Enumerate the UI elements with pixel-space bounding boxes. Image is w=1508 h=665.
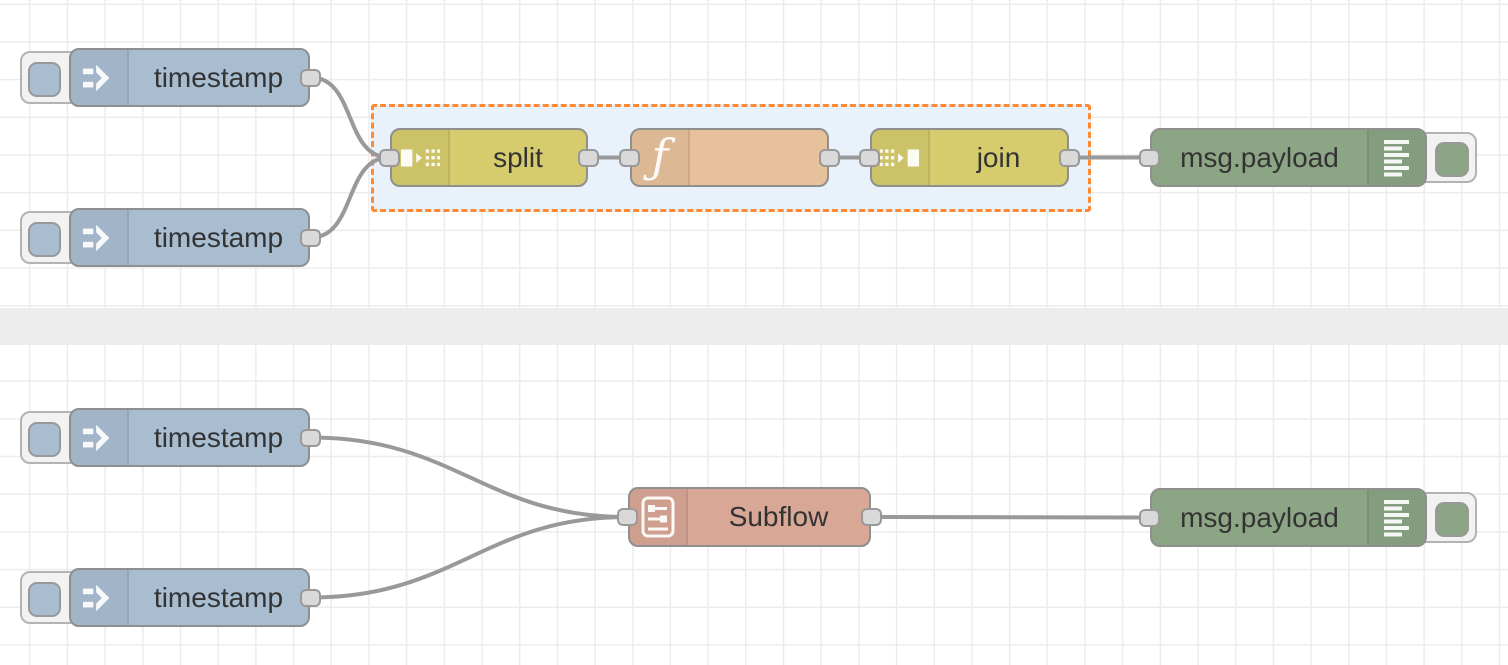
wire[interactable] bbox=[870, 515, 1151, 520]
inject-trigger-button[interactable] bbox=[28, 422, 61, 457]
wire[interactable] bbox=[309, 515, 629, 600]
node-debug-2[interactable]: msg.payload bbox=[1139, 488, 1477, 547]
output-port[interactable] bbox=[861, 508, 882, 526]
wire[interactable] bbox=[309, 75, 391, 160]
node-label: timestamp bbox=[153, 581, 284, 613]
node-split[interactable]: split bbox=[379, 128, 599, 187]
debug-toggle-button[interactable] bbox=[1435, 142, 1469, 177]
inject-icon bbox=[71, 50, 129, 105]
output-port[interactable] bbox=[578, 148, 599, 167]
inject-trigger-button[interactable] bbox=[28, 222, 61, 257]
input-port[interactable] bbox=[619, 148, 640, 167]
input-port[interactable] bbox=[1139, 148, 1160, 167]
inject-icon bbox=[71, 570, 129, 625]
node-label: timestamp bbox=[153, 421, 284, 453]
input-port[interactable] bbox=[379, 148, 400, 167]
function-icon: ƒ bbox=[632, 130, 690, 185]
node-label: timestamp bbox=[153, 61, 284, 93]
node-label: msg.payload bbox=[1180, 501, 1339, 533]
output-port[interactable] bbox=[300, 428, 321, 447]
split-icon bbox=[392, 130, 450, 185]
node-label bbox=[690, 130, 827, 185]
node-function[interactable]: ƒ bbox=[619, 128, 840, 187]
output-port[interactable] bbox=[1059, 148, 1080, 167]
node-inject-3[interactable]: timestamp bbox=[20, 408, 321, 467]
node-inject-1[interactable]: timestamp bbox=[20, 48, 321, 107]
node-label: join bbox=[976, 141, 1021, 173]
node-label: msg.payload bbox=[1180, 141, 1339, 173]
node-debug-1[interactable]: msg.payload bbox=[1139, 128, 1477, 187]
output-port[interactable] bbox=[300, 68, 321, 87]
input-port[interactable] bbox=[617, 508, 638, 526]
debug-icon bbox=[1367, 130, 1425, 185]
inject-icon bbox=[71, 210, 129, 265]
inject-trigger-button[interactable] bbox=[28, 62, 61, 97]
output-port[interactable] bbox=[300, 588, 321, 607]
debug-toggle-button[interactable] bbox=[1435, 502, 1469, 537]
output-port[interactable] bbox=[819, 148, 840, 167]
inject-icon bbox=[71, 410, 129, 465]
debug-icon bbox=[1367, 490, 1425, 545]
node-label: split bbox=[493, 141, 543, 173]
node-inject-4[interactable]: timestamp bbox=[20, 568, 321, 627]
node-label: timestamp bbox=[153, 221, 284, 253]
node-subflow[interactable]: Subflow bbox=[617, 487, 882, 547]
node-label: Subflow bbox=[728, 501, 829, 532]
input-port[interactable] bbox=[859, 148, 880, 167]
wire[interactable] bbox=[309, 435, 629, 519]
input-port[interactable] bbox=[1139, 508, 1160, 527]
wire[interactable] bbox=[309, 155, 391, 240]
node-inject-2[interactable]: timestamp bbox=[20, 208, 321, 267]
section-divider bbox=[0, 308, 1508, 345]
subflow-icon bbox=[630, 489, 688, 545]
node-join[interactable]: join bbox=[859, 128, 1080, 187]
output-port[interactable] bbox=[300, 228, 321, 247]
join-icon bbox=[872, 130, 930, 185]
inject-trigger-button[interactable] bbox=[28, 582, 61, 617]
